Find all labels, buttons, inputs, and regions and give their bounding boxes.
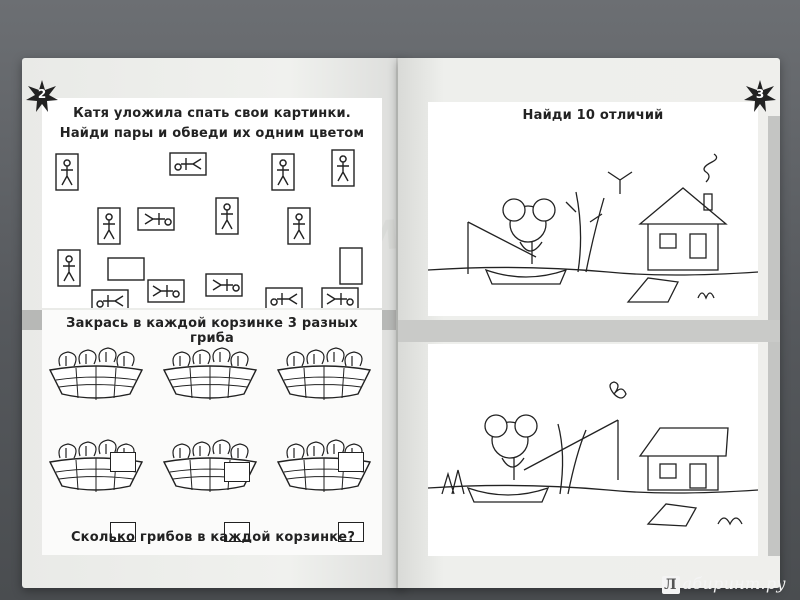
basket-2 — [163, 347, 257, 401]
left-page: ЛИНИИ Катя уложила спать свои картинки. … — [22, 58, 404, 588]
answer-box-3[interactable] — [338, 452, 364, 472]
answer-box-5[interactable] — [224, 522, 250, 542]
page-number-right: 3 — [755, 87, 765, 101]
scene-picture-top — [428, 153, 758, 303]
answer-box-6[interactable] — [338, 522, 364, 542]
right-page: Найди 10 отличий — [398, 58, 780, 588]
answer-box-2[interactable] — [224, 462, 250, 482]
pairs-task-line1: Катя уложила спать свои картинки. — [73, 106, 351, 121]
answer-box-1[interactable] — [110, 452, 136, 472]
star-icon — [744, 80, 776, 112]
card-stickman-upright — [55, 153, 79, 191]
page-number-left: 2 — [37, 87, 47, 101]
mushrooms-task-title: Закрась в каждой корзинке 3 разных гриба — [66, 316, 358, 346]
picture-cards — [55, 149, 363, 308]
pairs-task-line2: Найди пары и обведи их одним цветом — [59, 126, 365, 141]
lower-picture-panel — [428, 344, 758, 556]
mushrooms-task-panel: Закрась в каждой корзинке 3 разных гриба — [42, 310, 382, 555]
mushrooms-question: Сколько грибов в каждой корзинке? — [70, 530, 356, 545]
card-stickman-sideways — [169, 152, 207, 176]
upper-picture-panel: Найди 10 отличий — [428, 102, 758, 316]
answer-box-4[interactable] — [110, 522, 136, 542]
page-number-badge-right: 3 — [744, 80, 776, 112]
basket-3 — [277, 347, 371, 401]
pairs-task-panel: Катя уложила спать свои картинки. Найди … — [42, 98, 382, 308]
grey-divider — [398, 320, 780, 342]
mushroom-baskets — [49, 347, 371, 493]
basket-1 — [49, 347, 143, 401]
page-number-badge-left: 2 — [26, 80, 58, 112]
scene-picture-bottom — [428, 381, 758, 527]
watermark-text: абиринт.ру — [682, 574, 786, 593]
watermark-mark: Л — [661, 576, 680, 594]
differences-task-title: Найди 10 отличий — [522, 108, 664, 123]
star-icon — [26, 80, 58, 112]
